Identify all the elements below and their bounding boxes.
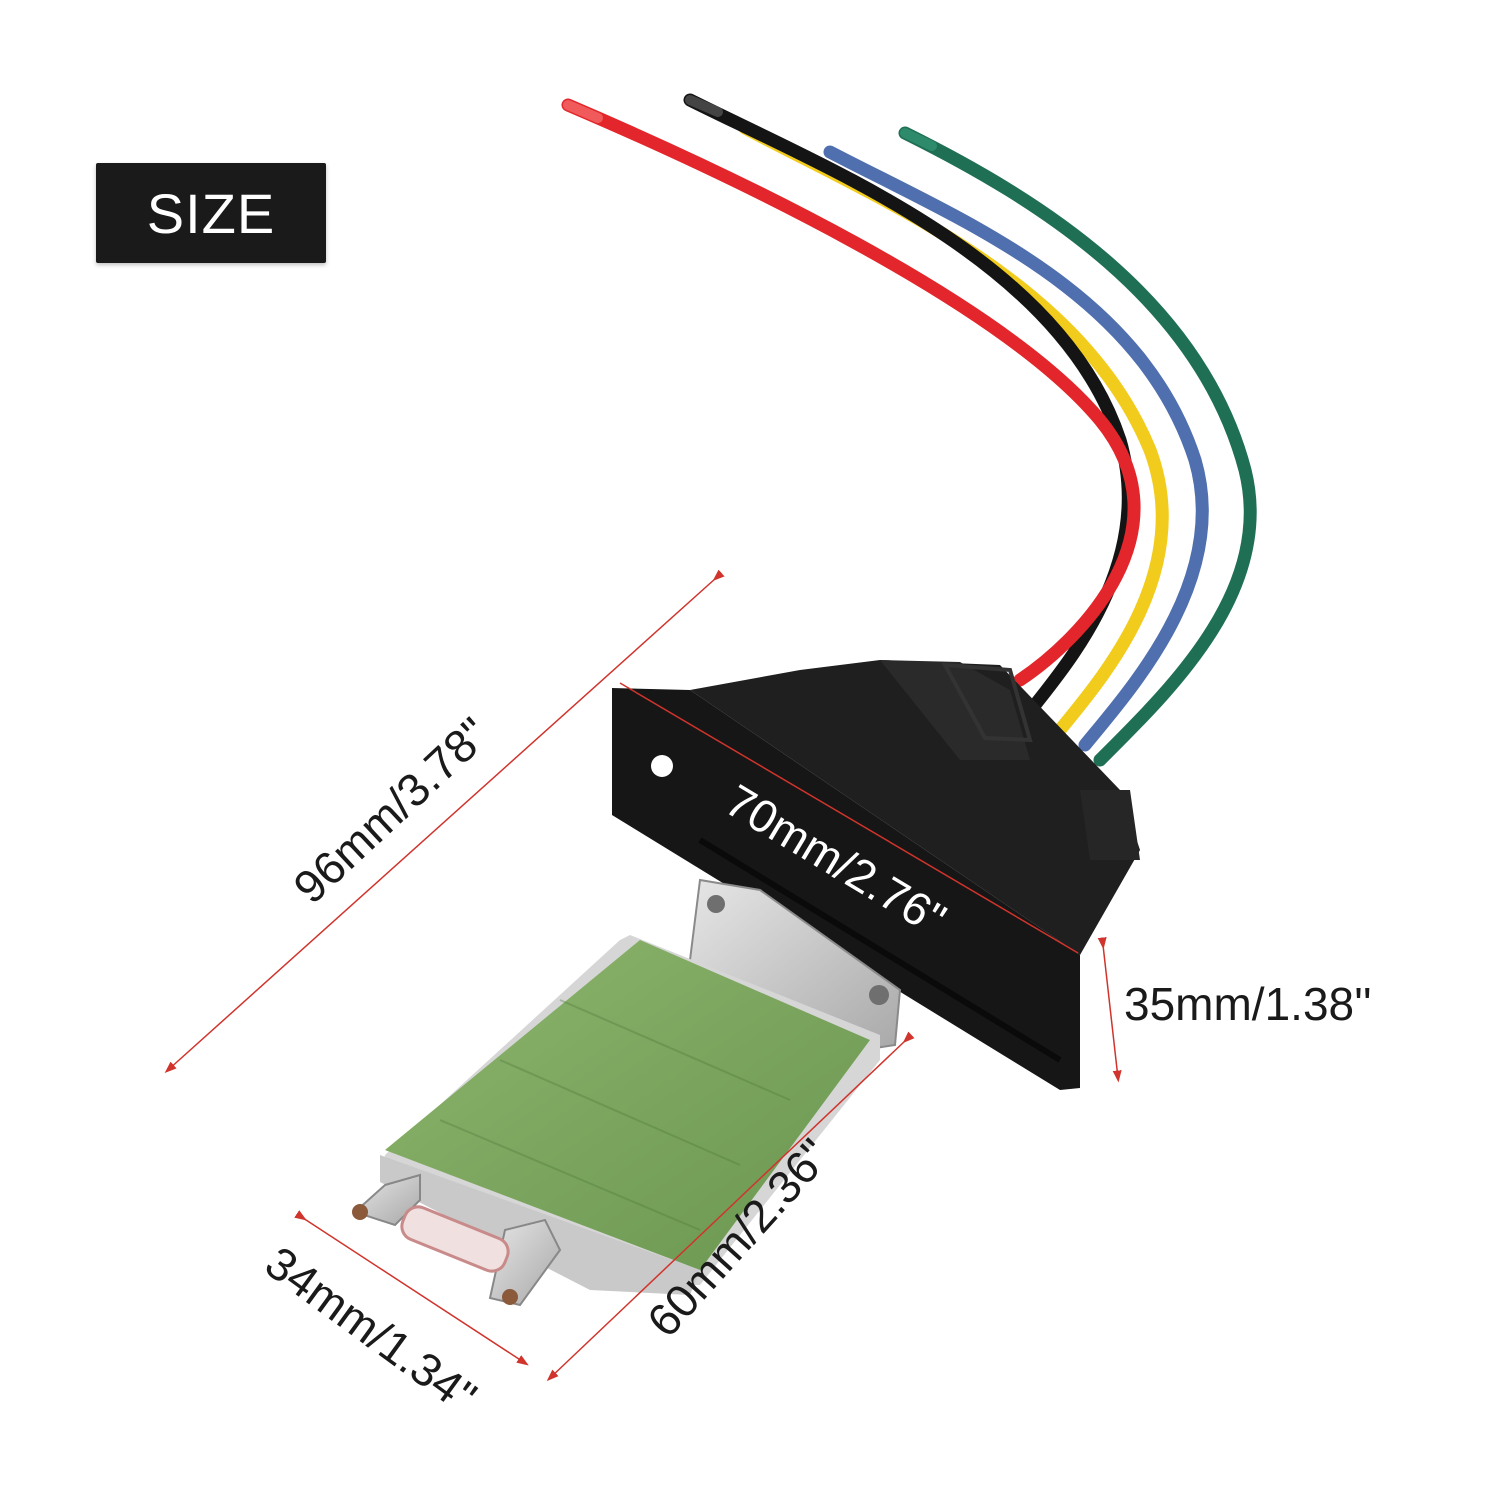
dimension-lines xyxy=(164,569,1122,1382)
dim-line-connector-width xyxy=(619,682,1079,954)
black-wire xyxy=(683,93,1135,712)
label-overall-length: 96mm/3.78" xyxy=(283,707,499,913)
green-wire xyxy=(898,126,1257,767)
dim-line-board-width xyxy=(294,1210,529,1366)
size-badge: SIZE xyxy=(96,163,326,263)
blue-wire xyxy=(823,145,1209,752)
label-board-width: 34mm/1.34" xyxy=(256,1236,486,1423)
dim-line-overall-length xyxy=(164,569,725,1074)
dim-line-board-length xyxy=(546,1031,915,1382)
red-wire xyxy=(561,98,1141,687)
label-connector-height: 35mm/1.38'' xyxy=(1124,978,1372,1030)
wire-harness-icon xyxy=(561,93,1257,767)
dim-line-connector-height xyxy=(1097,937,1122,1083)
size-badge-label: SIZE xyxy=(146,181,276,245)
connector-plug-icon xyxy=(612,660,1140,1090)
